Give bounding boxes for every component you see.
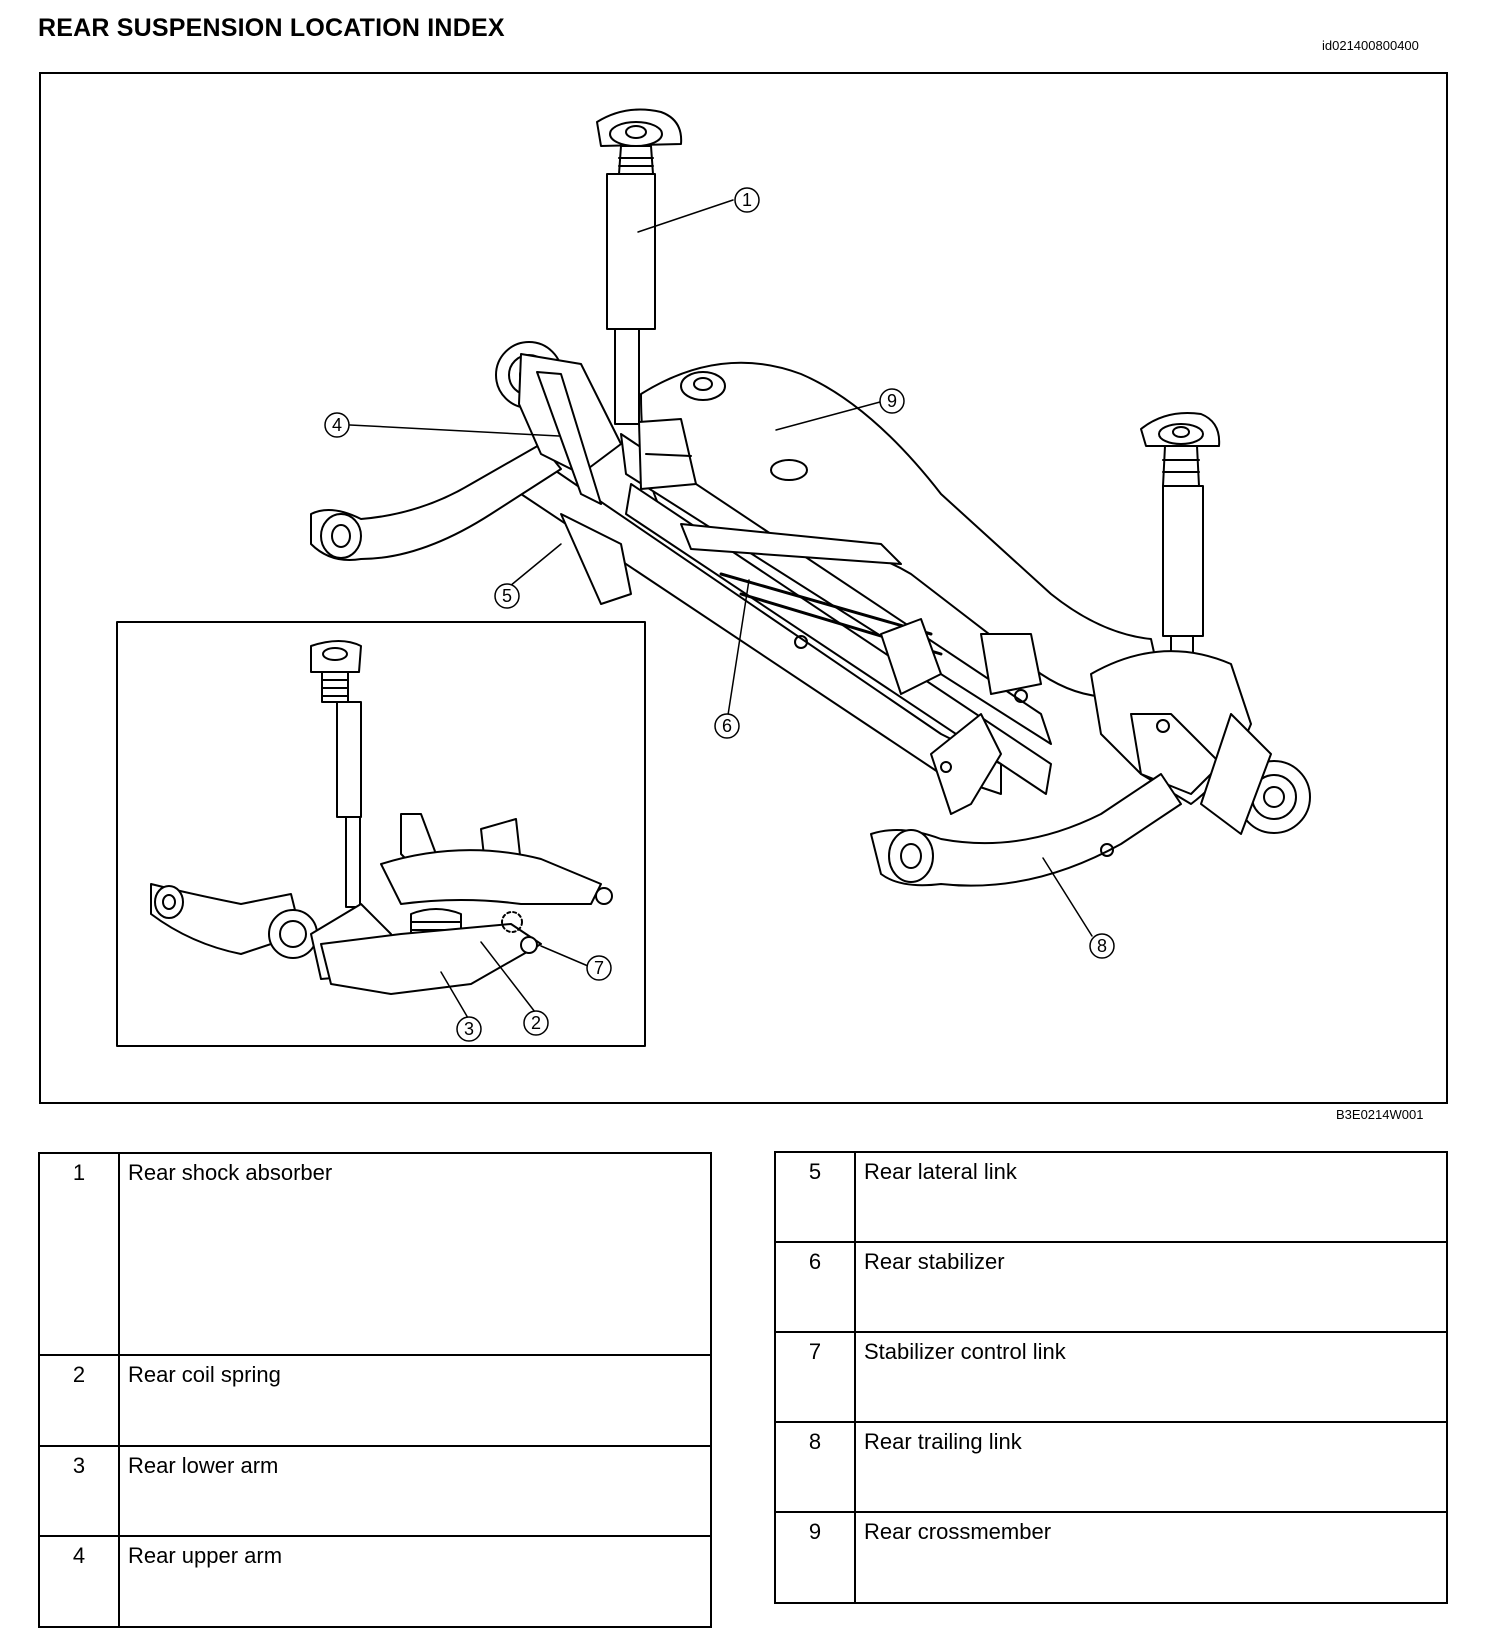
legend-label: Rear shock absorber xyxy=(118,1152,712,1356)
figure-id: B3E0214W001 xyxy=(1336,1107,1424,1122)
legend-number: 8 xyxy=(774,1421,856,1513)
legend-row: 4 Rear upper arm xyxy=(38,1535,712,1628)
callout-7: 7 xyxy=(586,955,612,981)
callout-5-label: 5 xyxy=(502,586,512,606)
legend-number: 5 xyxy=(774,1151,856,1243)
suspension-drawing: 1 2 3 4 5 6 7 8 xyxy=(116,108,1311,1047)
inset-detail xyxy=(116,621,646,1047)
callout-9-label: 9 xyxy=(887,391,897,411)
callout-8-label: 8 xyxy=(1097,936,1107,956)
legend-label: Rear upper arm xyxy=(118,1535,712,1628)
page-title: REAR SUSPENSION LOCATION INDEX xyxy=(38,14,505,42)
legend-table-left: 1 Rear shock absorber 2 Rear coil spring… xyxy=(38,1152,712,1628)
callout-4: 4 xyxy=(324,412,350,438)
legend-row: 5 Rear lateral link xyxy=(774,1151,1448,1243)
callout-5: 5 xyxy=(494,583,520,609)
legend-number: 9 xyxy=(774,1511,856,1604)
right-trailing-link-drawing xyxy=(870,650,1311,887)
callout-9: 9 xyxy=(879,388,905,414)
legend-label: Rear lower arm xyxy=(118,1445,712,1537)
callout-3-label: 3 xyxy=(464,1019,474,1039)
callout-3: 3 xyxy=(456,1016,482,1042)
crossmember-drawing xyxy=(520,361,1162,815)
legend-number: 1 xyxy=(38,1152,120,1356)
document-id: id021400800400 xyxy=(1322,38,1419,53)
legend-label: Rear stabilizer xyxy=(854,1241,1448,1333)
callout-1-label: 1 xyxy=(742,190,752,210)
callout-2-label: 2 xyxy=(531,1013,541,1033)
legend-number: 4 xyxy=(38,1535,120,1628)
legend-number: 3 xyxy=(38,1445,120,1537)
legend-label: Rear lateral link xyxy=(854,1151,1448,1243)
legend-label: Rear coil spring xyxy=(118,1354,712,1447)
legend-label: Rear trailing link xyxy=(854,1421,1448,1513)
legend-number: 7 xyxy=(774,1331,856,1423)
callout-1: 1 xyxy=(734,187,760,213)
legend-label: Rear crossmember xyxy=(854,1511,1448,1604)
leader-lines xyxy=(349,199,1093,1019)
suspension-illustration: 1 2 3 4 5 6 7 8 xyxy=(39,72,1448,1104)
legend-row: 1 Rear shock absorber xyxy=(38,1152,712,1356)
callout-4-label: 4 xyxy=(332,415,342,435)
callout-2: 2 xyxy=(523,1010,549,1036)
legend-number: 2 xyxy=(38,1354,120,1447)
legend-label: Stabilizer control link xyxy=(854,1331,1448,1423)
legend-row: 7 Stabilizer control link xyxy=(774,1331,1448,1423)
legend-row: 2 Rear coil spring xyxy=(38,1354,712,1447)
callout-6: 6 xyxy=(714,713,740,739)
left-trailing-link-drawing xyxy=(310,341,632,605)
left-shock-absorber-drawing xyxy=(596,108,697,490)
legend-row: 9 Rear crossmember xyxy=(774,1511,1448,1604)
legend-row: 8 Rear trailing link xyxy=(774,1421,1448,1513)
legend-number: 6 xyxy=(774,1241,856,1333)
callout-6-label: 6 xyxy=(722,716,732,736)
legend-row: 3 Rear lower arm xyxy=(38,1445,712,1537)
legend-row: 6 Rear stabilizer xyxy=(774,1241,1448,1333)
callout-8: 8 xyxy=(1089,933,1115,959)
callout-7-label: 7 xyxy=(594,958,604,978)
legend-table-right: 5 Rear lateral link 6 Rear stabilizer 7 … xyxy=(774,1151,1448,1604)
